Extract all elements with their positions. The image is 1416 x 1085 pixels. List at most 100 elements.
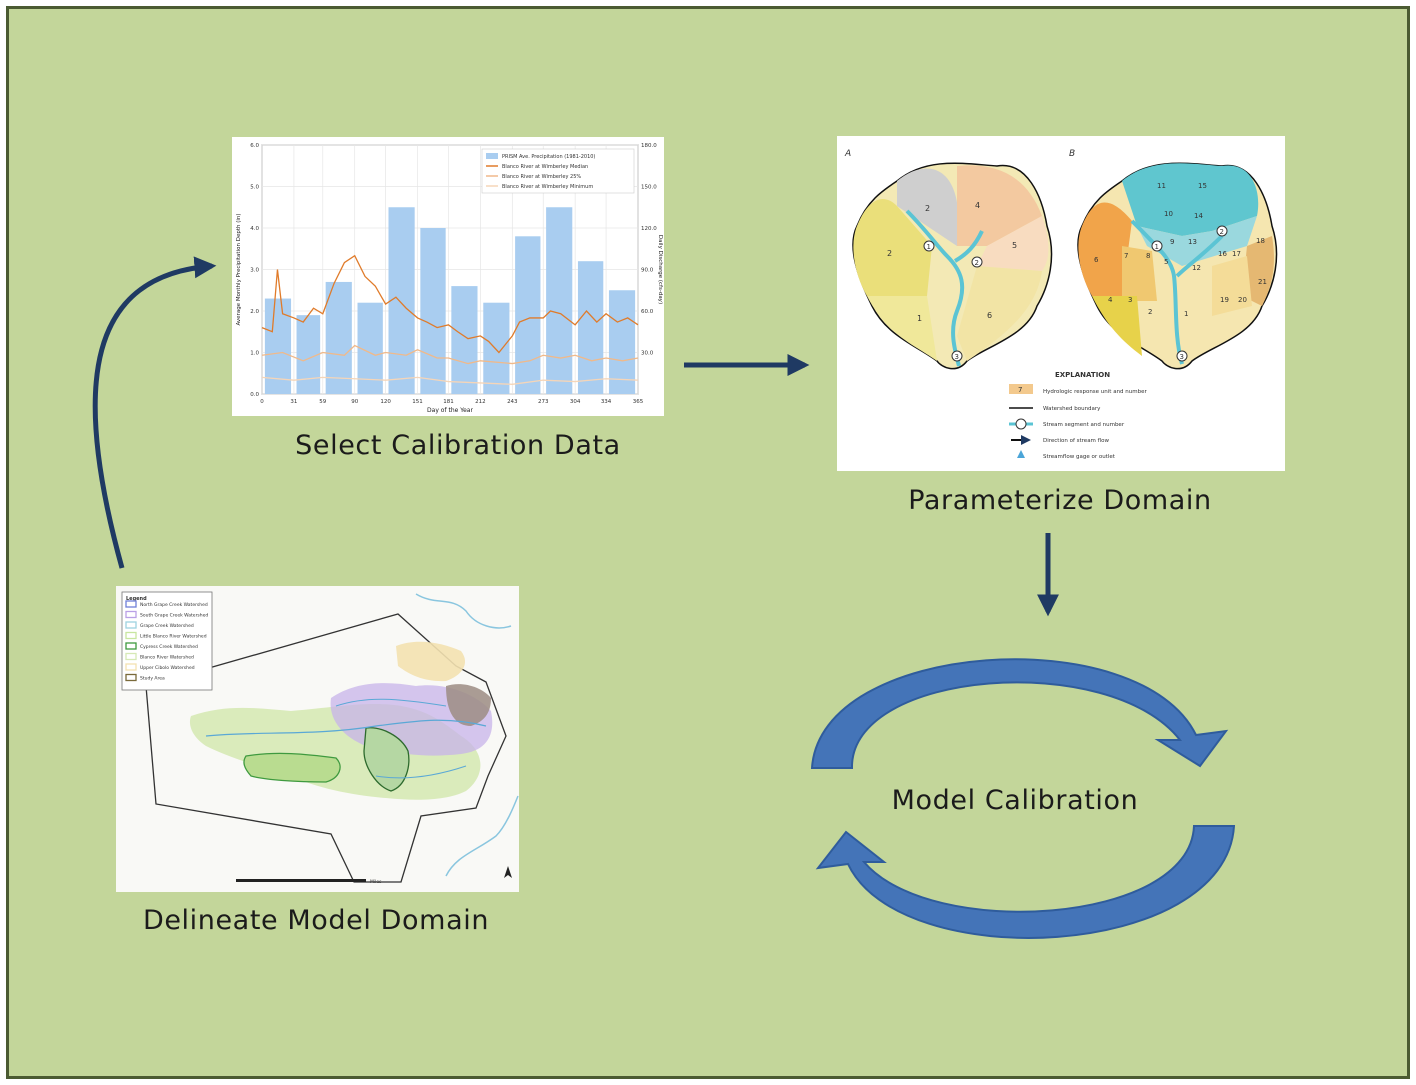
hru-map: A B 1 2 3 2 4 2	[844, 149, 1278, 460]
zone-b-label-7: 7	[1124, 252, 1128, 260]
domain-scale-label: Miles	[370, 879, 382, 885]
zone-a-label-1: 4	[975, 201, 980, 210]
y-tick-label: 0.0	[250, 392, 259, 398]
explanation-item-2: Stream segment and number	[1043, 422, 1125, 428]
domain-legend-label: Little Blanco River Watershed	[140, 634, 207, 640]
x-tick-label: 0	[260, 399, 264, 405]
discharge-line	[261, 344, 639, 365]
domain-legend-swatch	[125, 673, 137, 682]
y2-tick-label: 60.0	[641, 309, 654, 315]
domain-legend-label: North Grape Creek Watershed	[140, 602, 208, 608]
gauge-a-1-label: 1	[927, 243, 931, 251]
precip-bar	[420, 228, 446, 394]
domain-legend-label: Study Area	[140, 676, 165, 682]
domain-map: Legend North Grape Creek WatershedSouth …	[121, 591, 519, 885]
x-tick-label: 31	[290, 399, 297, 405]
explanation-item-0: Hydrologic response unit and number	[1043, 389, 1148, 395]
y-tick-label: 1.0	[250, 351, 259, 357]
precip-bar	[515, 236, 541, 394]
y2-tick-label: 90.0	[641, 268, 654, 274]
x-tick-label: 365	[633, 399, 644, 405]
domain-legend-swatch	[125, 642, 137, 650]
parameterize-map-panel: A B 1 2 3 2 4 2	[837, 136, 1285, 471]
y-tick-label: 2.0	[250, 309, 259, 315]
explanation-item-3: Direction of stream flow	[1043, 438, 1109, 444]
precip-bar	[388, 207, 415, 394]
domain-legend-swatch	[125, 621, 137, 629]
domain-legend-label: Upper Cibolo Watershed	[140, 665, 195, 671]
x-tick-label: 90	[351, 399, 358, 405]
legend-label: PRISM Ave. Precipitation (1981-2010)	[502, 154, 595, 160]
zone-b-label-10: 5	[1164, 258, 1168, 266]
zone-b-label-16: 21	[1258, 278, 1267, 286]
y-tick-label: 5.0	[250, 185, 259, 191]
caption-delineate: Delineate Model Domain	[142, 905, 490, 936]
domain-legend-swatch	[125, 600, 137, 608]
domain-legend-label: Cypress Creek Watershed	[140, 644, 198, 650]
zone-b-label-18: 1	[1184, 310, 1188, 318]
zone-b-label-1: 15	[1198, 182, 1207, 190]
zone-a-label-0: 2	[925, 204, 930, 213]
y-axis-label: Average Monthly Precipitation Depth (in)	[236, 213, 242, 325]
gauge-b-2-label: 2	[1220, 228, 1224, 236]
caption-select-calibration: Select Calibration Data	[295, 430, 621, 461]
zone-b-label-9: 6	[1094, 256, 1099, 264]
zone-b-label-20: 20	[1238, 296, 1247, 304]
gauge-a-3-label: 3	[955, 353, 959, 361]
x-tick-label: 59	[319, 399, 326, 405]
domain-legend-label: Blanco River Watershed	[140, 655, 194, 661]
caption-parameterize: Parameterize Domain	[908, 485, 1212, 516]
zone-b-label-6: 18	[1256, 237, 1265, 245]
y2-tick-label: 30.0	[641, 351, 654, 357]
precip-bar	[325, 281, 352, 394]
gauge-a-3	[951, 350, 963, 362]
zone-b-label-0: 11	[1157, 182, 1166, 190]
precip-bar	[296, 315, 321, 394]
zone-b-label-12: 16	[1218, 250, 1227, 258]
gauge-a-1	[923, 240, 935, 252]
x-tick-label: 151	[412, 399, 423, 405]
domain-legend-swatch	[125, 610, 137, 619]
explanation-title: EXPLANATION	[1055, 371, 1110, 379]
map-a: 1 2 3 2 4 2 5 1 6	[852, 162, 1053, 370]
map-explanation: EXPLANATION 7 Hydrologic response unit a…	[1009, 371, 1148, 460]
x-tick-label: 243	[507, 399, 518, 405]
zone-b-label-14: 4	[1108, 296, 1113, 304]
gauge-a-2	[971, 256, 983, 268]
zone-b-label-17: 2	[1148, 308, 1152, 316]
domain-legend-title: Legend	[126, 596, 147, 602]
precip-bar	[451, 286, 478, 394]
discharge-line	[261, 254, 639, 354]
discharge-line	[261, 376, 639, 385]
cycle-arrow-bottom	[815, 825, 1236, 939]
y2-tick-label: 150.0	[641, 185, 657, 191]
zone-b-label-19: 19	[1220, 296, 1229, 304]
domain-legend-swatch	[125, 652, 137, 661]
legend-label: Blanco River at Wimberley Median	[502, 164, 588, 170]
domain-legend-label: South Grape Creek Watershed	[140, 613, 208, 619]
x-tick-label: 120	[380, 399, 391, 405]
y2-axis-label: Daily Discharge (cfs-day)	[657, 235, 663, 304]
zone-a-label-5: 6	[987, 311, 992, 320]
domain-legend-swatch	[125, 663, 137, 671]
precip-bar	[577, 261, 604, 394]
zone-b-label-11: 12	[1192, 264, 1201, 272]
caption-model-calibration: Model Calibration	[891, 785, 1139, 816]
domain-legend-label: Grape Creek Watershed	[140, 623, 194, 629]
y2-tick-label: 120.0	[641, 226, 657, 232]
zone-b-label-8: 8	[1146, 252, 1150, 260]
explanation-item-1: Watershed boundary	[1043, 406, 1101, 412]
legend-label: Blanco River at Wimberley Minimum	[502, 184, 593, 190]
x-tick-label: 304	[570, 399, 581, 405]
zone-a-label-3: 5	[1012, 241, 1017, 250]
x-axis-label: Day of the Year	[427, 407, 473, 414]
map-b: 1 2 3 11 15 10 14 9 13 18 7 8 6 5 12 16 …	[1077, 162, 1278, 370]
y-tick-label: 6.0	[250, 143, 259, 149]
gauge-a-2-label: 2	[975, 259, 979, 267]
gauge-b-1-label: 1	[1155, 243, 1159, 251]
panel-b-label: B	[1069, 149, 1075, 159]
